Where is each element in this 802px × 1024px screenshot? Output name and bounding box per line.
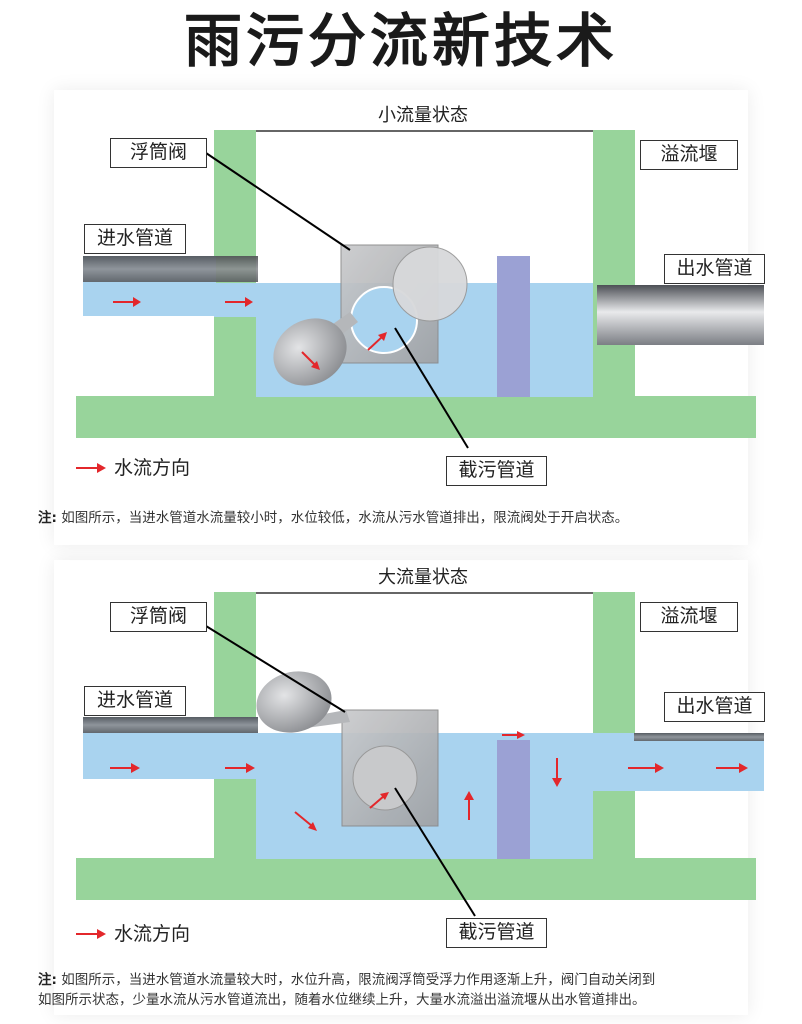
note-prefix: 注: (38, 972, 57, 988)
right-wall (593, 592, 635, 870)
interception-pipe-label: 截污管道 (446, 918, 547, 948)
large-flow-panel: 大流量状态 浮筒阀 溢流堰 进水管道 出水管道 截污管道 水流方向 注: 如图所… (0, 560, 802, 1024)
bottom-slab (76, 858, 756, 900)
flow-direction-legend: 水流方向 (114, 457, 191, 479)
note-prefix: 注: (38, 510, 57, 526)
note-text: 注: 如图所示，当进水管道水流量较大时，水位升高，限流阀浮筒受浮力作用逐渐上升，… (38, 970, 778, 1010)
float-valve-label: 浮筒阀 (110, 138, 207, 168)
outlet-pipe (593, 733, 764, 791)
outlet-pipe (597, 285, 764, 345)
float-valve-label: 浮筒阀 (110, 602, 207, 632)
float-body (273, 318, 347, 386)
note-line-2: 如图所示状态，少量水流从污水管道流出，随着水位继续上升，大量水流溢出溢流堰从出水… (38, 992, 646, 1008)
valve-cover (352, 745, 418, 811)
outlet-pipe-label: 出水管道 (664, 254, 765, 284)
state-title: 大流量状态 (378, 567, 468, 588)
bottom-slab (76, 396, 756, 438)
inlet-pipe-label: 进水管道 (84, 224, 186, 254)
valve-cover (392, 246, 468, 322)
large-flow-diagram (76, 592, 764, 939)
interception-pipe-label: 截污管道 (446, 456, 547, 486)
overflow-weir-label: 溢流堰 (640, 602, 738, 632)
overflow-weir-label: 溢流堰 (640, 140, 738, 170)
outlet-pipe-label: 出水管道 (664, 692, 765, 722)
note-line-1: 如图所示，当进水管道水流量较大时，水位升高，限流阀浮筒受浮力作用逐渐上升，阀门自… (61, 972, 656, 988)
overflow-weir (497, 740, 530, 859)
right-wall (593, 130, 635, 400)
state-title: 小流量状态 (378, 105, 468, 126)
inlet-pipe-label: 进水管道 (84, 686, 186, 716)
float-body (256, 671, 332, 733)
flow-arrows (113, 297, 387, 370)
overflow-weir (497, 256, 530, 397)
small-flow-panel: 小流量状态 浮筒阀 溢流堰 进水管道 出水管道 截污管道 水流方向 注: 如图所… (0, 90, 802, 560)
note-body: 如图所示，当进水管道水流量较小时，水位较低，水流从污水管道排出，限流阀处于开启状… (61, 510, 629, 526)
page-title: 雨污分流新技术 (183, 7, 618, 75)
small-flow-diagram (76, 130, 764, 473)
note-text: 注: 如图所示，当进水管道水流量较小时，水位较低，水流从污水管道排出，限流阀处于… (38, 508, 778, 528)
flow-direction-legend: 水流方向 (114, 923, 191, 945)
flow-arrows (110, 731, 748, 831)
